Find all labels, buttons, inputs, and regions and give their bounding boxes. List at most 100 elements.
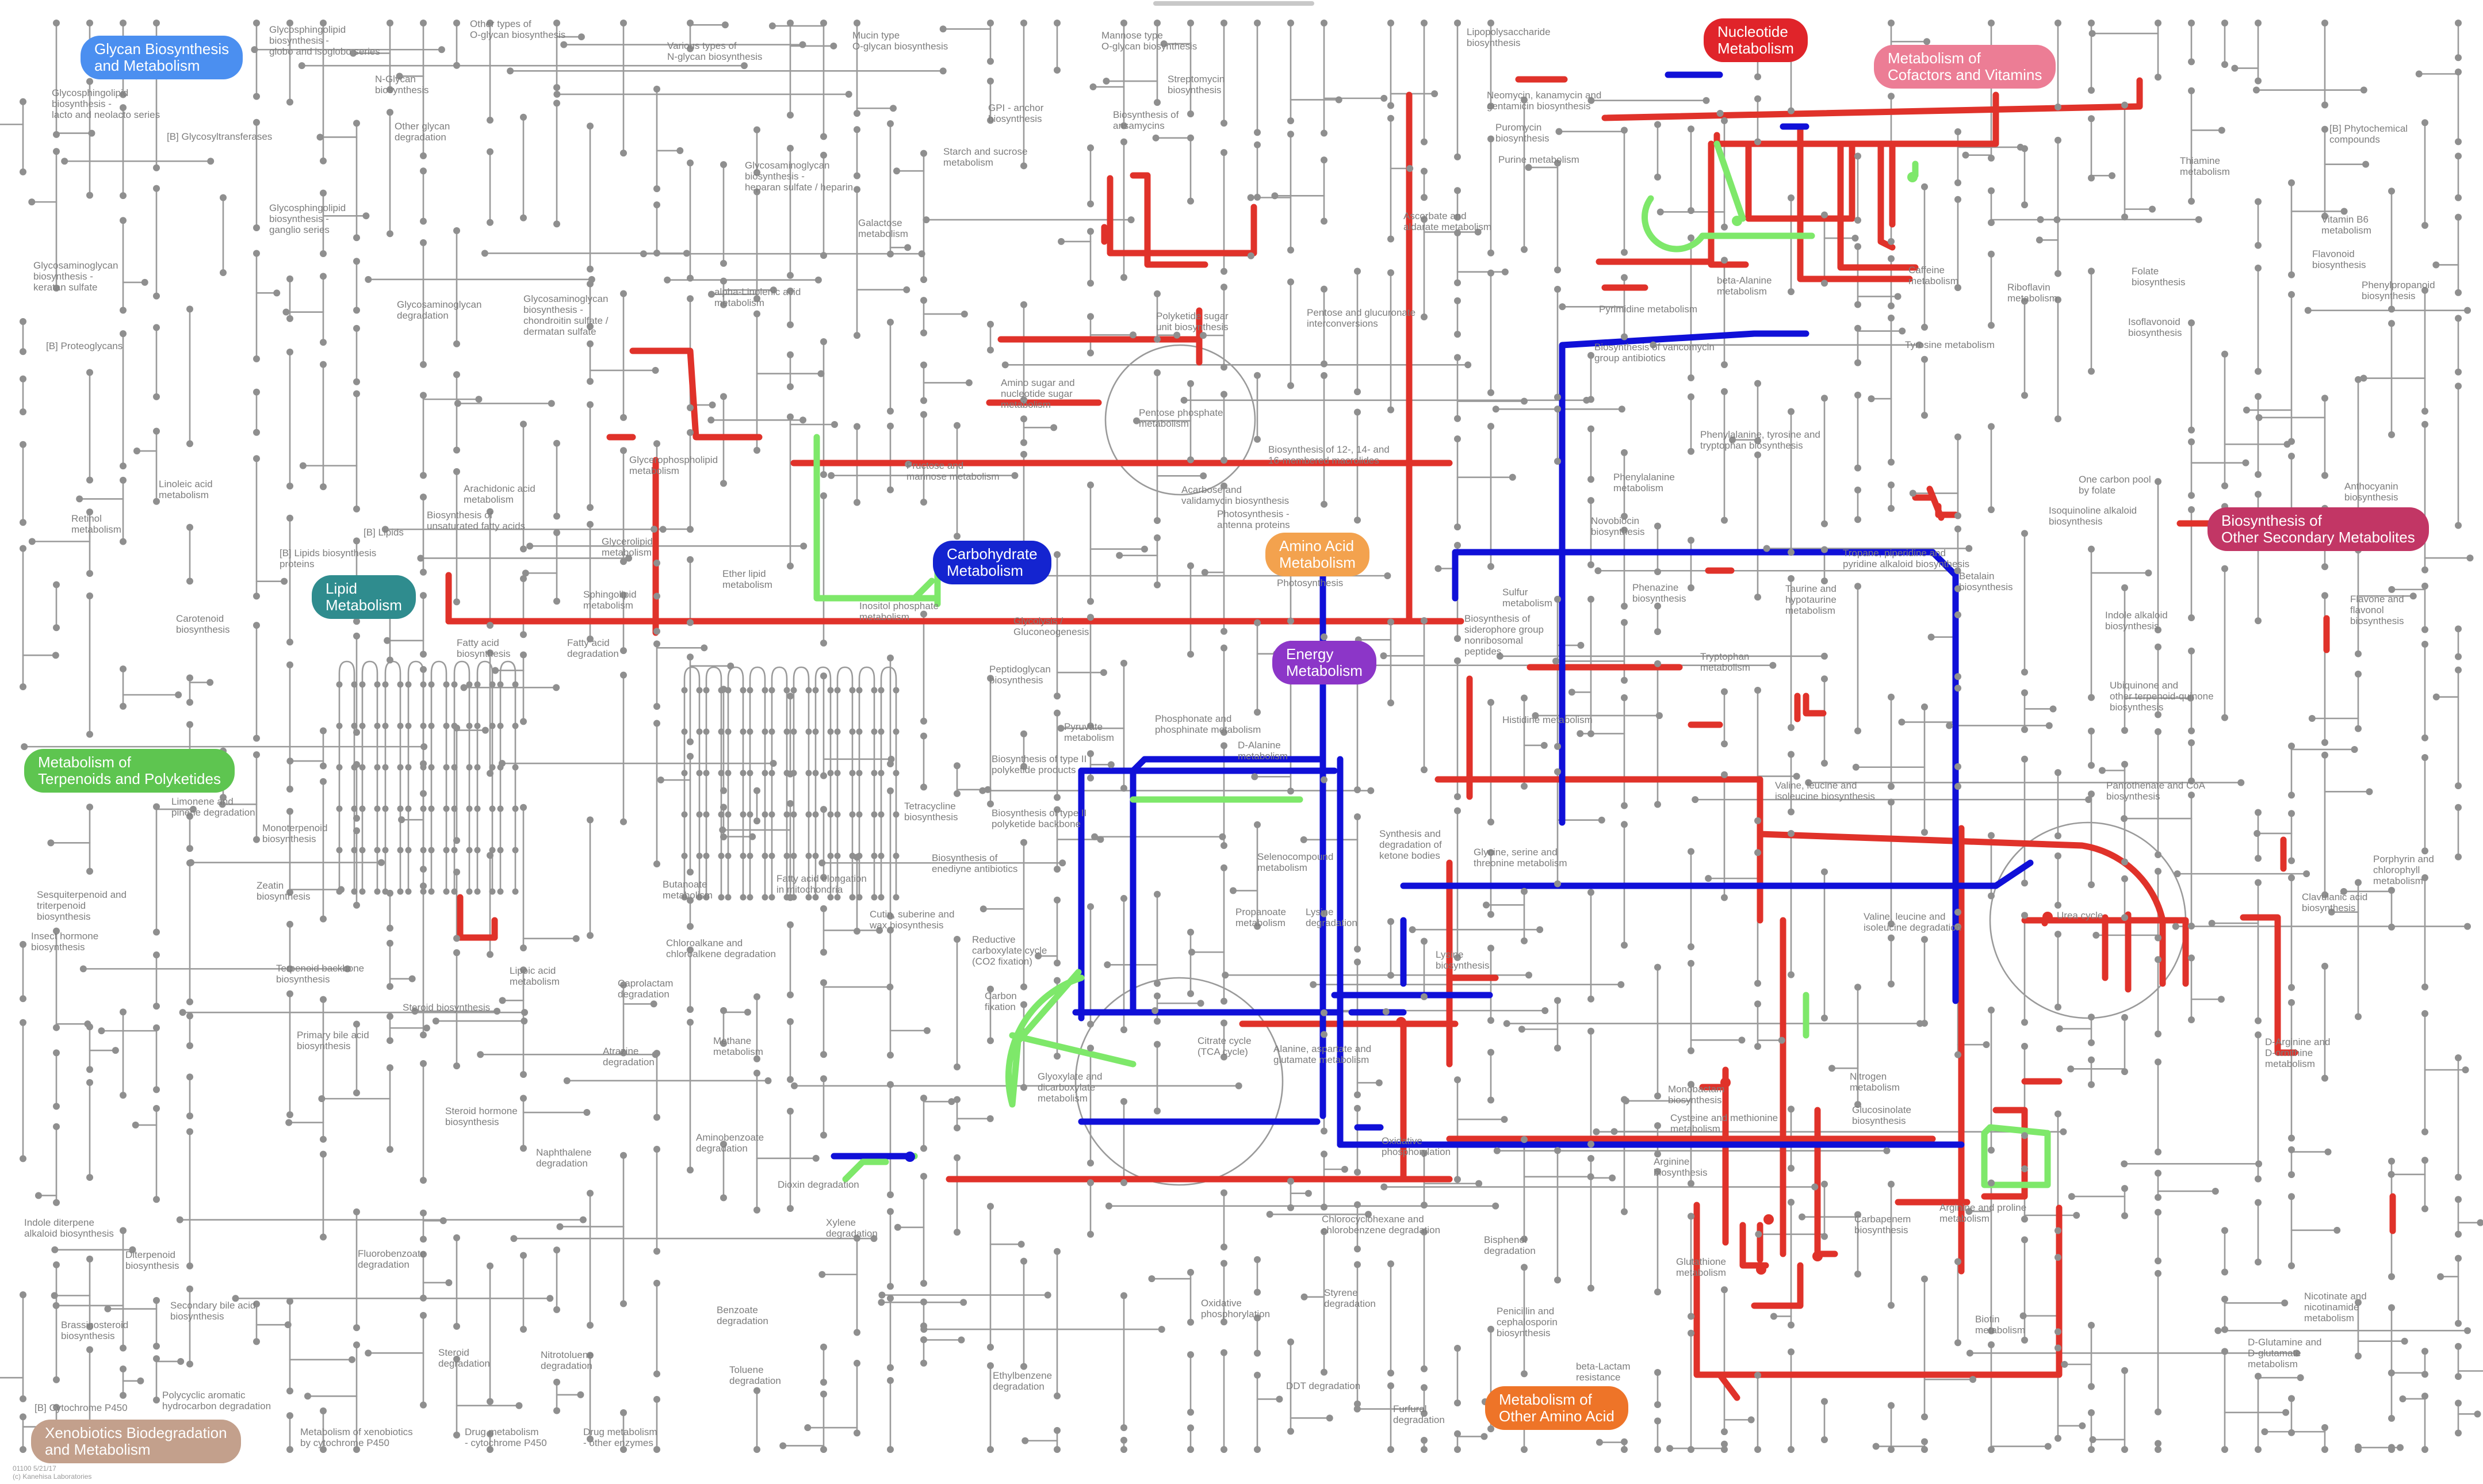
pathway-label-oxidative-phosphorylation[interactable]: Oxidative phosphorylation xyxy=(1201,1298,1271,1319)
compound-node[interactable] xyxy=(179,1009,186,1016)
compound-node[interactable] xyxy=(1387,102,1394,109)
compound-node[interactable] xyxy=(920,411,927,418)
compound-node[interactable] xyxy=(453,935,460,942)
compound-node[interactable] xyxy=(2388,1446,2395,1453)
compound-node[interactable] xyxy=(1287,278,1294,286)
compound-node[interactable] xyxy=(359,847,366,854)
compound-node[interactable] xyxy=(1621,942,1628,949)
compound-node[interactable] xyxy=(834,728,841,735)
pathway-label-macrolides[interactable]: Biosynthesis of 12-, 14- and 16-membered… xyxy=(1268,444,1390,466)
compound-node[interactable] xyxy=(1254,193,1261,201)
compound-node[interactable] xyxy=(286,889,293,896)
compound-node[interactable] xyxy=(1434,565,1442,572)
compound-node[interactable] xyxy=(53,20,60,26)
compound-node[interactable] xyxy=(1054,959,1061,967)
compound-node[interactable] xyxy=(460,684,468,691)
compound-node[interactable] xyxy=(2464,1327,2471,1334)
compound-node[interactable] xyxy=(453,1431,460,1439)
compound-node[interactable] xyxy=(954,1154,961,1161)
compound-node[interactable] xyxy=(1654,568,1661,575)
compound-node[interactable] xyxy=(2362,160,2370,168)
compound-node[interactable] xyxy=(1120,1179,1127,1187)
highlighted-reaction-red[interactable] xyxy=(1797,123,1913,282)
compound-node[interactable] xyxy=(120,307,127,314)
compound-node[interactable] xyxy=(2121,875,2128,882)
compound-node[interactable] xyxy=(854,172,860,179)
compound-node[interactable] xyxy=(420,764,427,771)
compound-node[interactable] xyxy=(725,687,732,694)
compound-node[interactable] xyxy=(2088,790,2095,798)
compound-node[interactable] xyxy=(353,1446,360,1453)
compound-node[interactable] xyxy=(849,852,856,859)
compound-node[interactable] xyxy=(768,728,775,735)
compound-node[interactable] xyxy=(353,258,360,265)
compound-node[interactable] xyxy=(1409,926,1416,934)
compound-node[interactable] xyxy=(420,592,427,599)
compound-node[interactable] xyxy=(1103,78,1110,85)
compound-node[interactable] xyxy=(474,847,481,854)
compound-node[interactable] xyxy=(153,1003,160,1010)
highlighted-reaction-green[interactable] xyxy=(1981,1124,2051,1188)
compound-node[interactable] xyxy=(2255,809,2262,816)
compound-node[interactable] xyxy=(86,1346,93,1353)
compound-node[interactable] xyxy=(1988,322,1995,329)
compound-node[interactable] xyxy=(1154,992,1161,1000)
pathway-label-steroid-hormone[interactable]: Steroid hormone biosynthesis xyxy=(445,1106,518,1127)
reaction-line[interactable] xyxy=(430,660,447,893)
compound-node[interactable] xyxy=(2121,726,2128,734)
compound-node[interactable] xyxy=(382,847,389,854)
compound-node[interactable] xyxy=(453,446,460,454)
compound-node[interactable] xyxy=(2340,208,2348,215)
compound-node[interactable] xyxy=(1087,1020,1094,1028)
compound-node[interactable] xyxy=(1020,1363,1027,1370)
compound-node[interactable] xyxy=(1954,512,1961,519)
compound-node[interactable] xyxy=(1621,274,1628,281)
compound-node[interactable] xyxy=(687,923,694,930)
compound-node[interactable] xyxy=(1821,675,1828,683)
compound-node[interactable] xyxy=(1621,449,1628,456)
compound-node[interactable] xyxy=(520,804,527,811)
pathway-label-various-n-glycan[interactable]: Various types of N-glycan biosynthesis xyxy=(667,40,763,62)
compound-node[interactable] xyxy=(387,86,393,93)
compound-node[interactable] xyxy=(2021,1043,2028,1050)
compound-node[interactable] xyxy=(1454,435,1461,443)
compound-node[interactable] xyxy=(1487,423,1494,430)
pathway-label-butanoate[interactable]: Butanoate metabolism xyxy=(663,879,713,901)
compound-node[interactable] xyxy=(454,400,461,407)
compound-node[interactable] xyxy=(1057,725,1065,732)
compound-node[interactable] xyxy=(770,760,777,767)
compound-node[interactable] xyxy=(2054,852,2061,859)
pathway-label-other-o-glycan[interactable]: Other types of O-glycan biosynthesis xyxy=(470,18,566,40)
compound-node[interactable] xyxy=(1888,20,1895,26)
compound-node[interactable] xyxy=(1254,1314,1261,1322)
compound-node[interactable] xyxy=(587,521,594,528)
compound-node[interactable] xyxy=(351,805,358,812)
compound-node[interactable] xyxy=(1431,90,1438,97)
compound-node[interactable] xyxy=(20,683,26,691)
compound-node[interactable] xyxy=(344,965,351,973)
compound-node[interactable] xyxy=(1300,836,1307,843)
compound-node[interactable] xyxy=(653,1248,660,1255)
compound-node[interactable] xyxy=(2455,1343,2462,1350)
compound-node[interactable] xyxy=(1221,1446,1227,1453)
compound-node[interactable] xyxy=(653,1145,660,1153)
compound-node[interactable] xyxy=(320,1446,327,1453)
compound-node[interactable] xyxy=(987,20,994,26)
compound-node[interactable] xyxy=(420,1209,427,1217)
compound-node[interactable] xyxy=(783,770,790,777)
compound-node[interactable] xyxy=(420,1177,427,1184)
compound-node[interactable] xyxy=(186,577,193,585)
compound-node[interactable] xyxy=(1087,903,1094,911)
compound-node[interactable] xyxy=(720,787,727,794)
compound-node[interactable] xyxy=(1321,217,1327,225)
compound-node[interactable] xyxy=(1854,984,1861,991)
compound-node[interactable] xyxy=(405,805,412,812)
highlighted-reaction-red[interactable] xyxy=(1757,831,2166,924)
compound-node[interactable] xyxy=(2455,1196,2462,1203)
compound-node[interactable] xyxy=(1487,911,1494,918)
compound-node[interactable] xyxy=(818,1271,826,1278)
compound-node[interactable] xyxy=(1854,583,1861,590)
compound-node[interactable] xyxy=(740,62,748,70)
compound-node[interactable] xyxy=(497,805,504,812)
pathway-label-biotin[interactable]: Biotin metabolism xyxy=(1975,1314,2025,1336)
